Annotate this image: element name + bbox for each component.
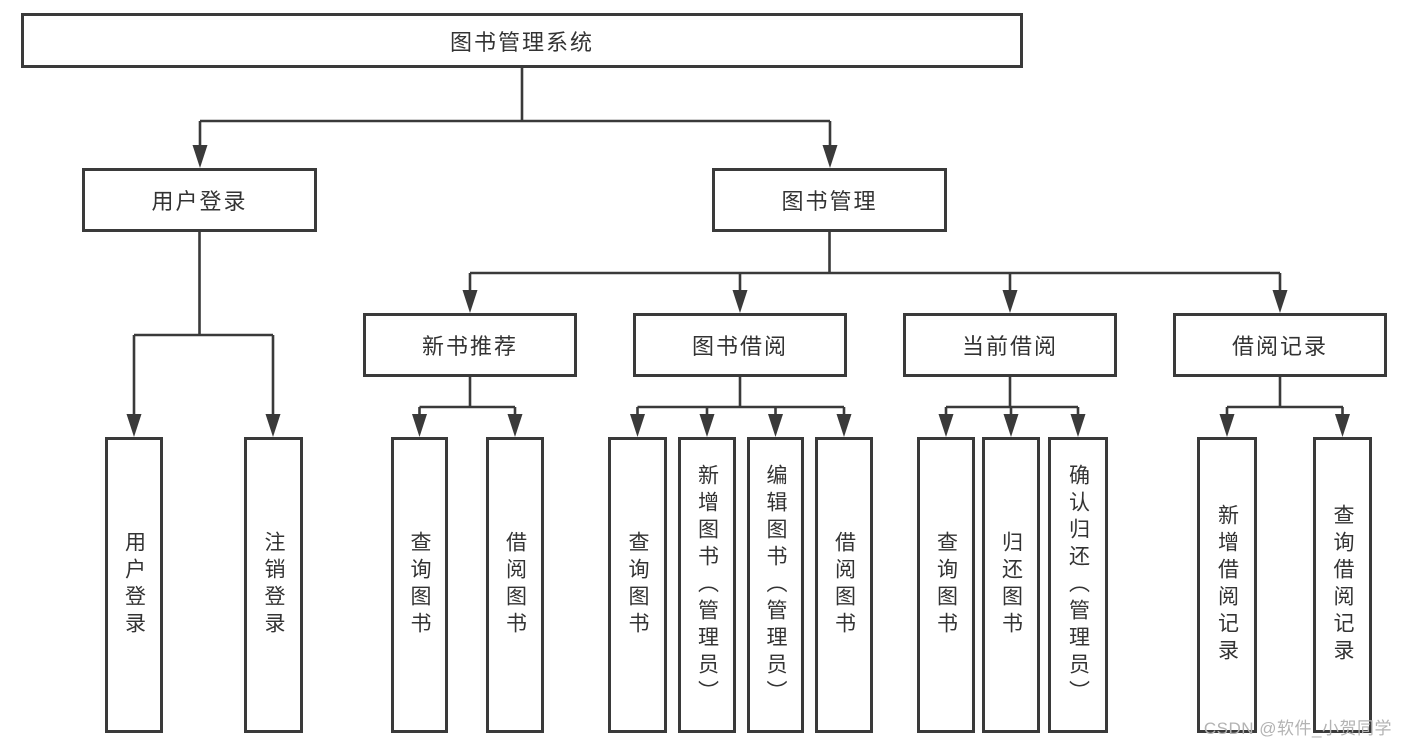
arrowhead bbox=[1219, 414, 1235, 437]
node-book-borrowing: 图书借阅 bbox=[633, 313, 847, 377]
connector-userlogin-to-leaves bbox=[132, 232, 275, 415]
arrowhead bbox=[1003, 414, 1019, 437]
node-label: 新书推荐 bbox=[421, 334, 518, 359]
leaf-logout-login: 注销登录 bbox=[244, 437, 303, 733]
arrowhead bbox=[836, 414, 852, 437]
arrowhead bbox=[699, 414, 715, 437]
arrowhead bbox=[1272, 290, 1288, 313]
leaf-newbooks-borrow-books: 借阅图书 bbox=[486, 437, 544, 733]
node-label: 当前借阅 bbox=[961, 334, 1058, 359]
connector-newbooks-to-leaves bbox=[418, 377, 517, 415]
arrowhead bbox=[1070, 414, 1086, 437]
arrowhead bbox=[462, 290, 478, 313]
arrowhead bbox=[938, 414, 954, 437]
connector-root-to-level2 bbox=[198, 68, 832, 146]
arrowhead bbox=[768, 414, 783, 437]
leaf-label: 新增图书（管理员） bbox=[695, 463, 719, 707]
arrowhead bbox=[507, 414, 523, 437]
arrowhead bbox=[732, 290, 748, 313]
connector-borrowing-to-leaves bbox=[636, 377, 846, 415]
leaf-label: 查询图书 bbox=[408, 531, 431, 639]
node-label: 图书管理 bbox=[781, 189, 878, 214]
arrowhead bbox=[412, 414, 427, 437]
connector-bookmgmt-to-level3 bbox=[468, 232, 1282, 291]
node-root-library-system: 图书管理系统 bbox=[21, 13, 1023, 68]
node-label: 图书管理系统 bbox=[449, 29, 594, 55]
leaf-records-query-record: 查询借阅记录 bbox=[1313, 437, 1372, 733]
node-label: 用户登录 bbox=[151, 189, 248, 214]
leaf-records-add-record: 新增借阅记录 bbox=[1197, 437, 1257, 733]
node-new-book-recommend: 新书推荐 bbox=[363, 313, 577, 377]
arrowhead bbox=[822, 145, 838, 168]
leaf-newbooks-query-books: 查询图书 bbox=[391, 437, 448, 733]
node-label: 借阅记录 bbox=[1231, 334, 1328, 359]
leaf-label: 借阅图书 bbox=[832, 531, 856, 639]
watermark: CSDN @软件_小贺同学 bbox=[1203, 719, 1392, 738]
leaf-label: 用户登录 bbox=[122, 531, 146, 639]
leaf-label: 归还图书 bbox=[999, 531, 1023, 639]
connector-records-to-leaves bbox=[1225, 377, 1344, 415]
leaf-label: 查询图书 bbox=[934, 531, 958, 639]
connector-current-to-leaves bbox=[944, 377, 1080, 415]
leaf-label: 注销登录 bbox=[262, 531, 285, 639]
leaf-label: 新增借阅记录 bbox=[1215, 504, 1239, 666]
node-current-borrowing: 当前借阅 bbox=[903, 313, 1117, 377]
leaf-label: 借阅图书 bbox=[503, 531, 527, 639]
leaf-label: 查询借阅记录 bbox=[1331, 504, 1354, 666]
leaf-user-login: 用户登录 bbox=[105, 437, 163, 733]
arrowhead bbox=[265, 414, 281, 437]
leaf-current-query-books: 查询图书 bbox=[917, 437, 975, 733]
node-label: 图书借阅 bbox=[691, 334, 788, 359]
arrowhead bbox=[192, 145, 208, 168]
leaf-borrowing-add-books-admin: 新增图书（管理员） bbox=[678, 437, 736, 733]
leaf-borrowing-edit-books-admin: 编辑图书（管理员） bbox=[747, 437, 804, 733]
arrowhead bbox=[1335, 414, 1350, 437]
leaf-label: 确认归还（管理员） bbox=[1066, 463, 1090, 707]
node-book-management: 图书管理 bbox=[712, 168, 947, 232]
leaf-label: 编辑图书（管理员） bbox=[764, 463, 787, 707]
arrowhead bbox=[1002, 290, 1018, 313]
leaf-current-confirm-return-admin: 确认归还（管理员） bbox=[1048, 437, 1108, 733]
leaf-current-return-books: 归还图书 bbox=[982, 437, 1040, 733]
node-user-login: 用户登录 bbox=[82, 168, 317, 232]
arrowhead bbox=[630, 414, 645, 437]
leaf-borrowing-query-books: 查询图书 bbox=[608, 437, 667, 733]
arrowhead bbox=[126, 414, 142, 437]
node-borrowing-records: 借阅记录 bbox=[1173, 313, 1387, 377]
leaf-label: 查询图书 bbox=[626, 531, 649, 639]
leaf-borrowing-borrow-books: 借阅图书 bbox=[815, 437, 873, 733]
